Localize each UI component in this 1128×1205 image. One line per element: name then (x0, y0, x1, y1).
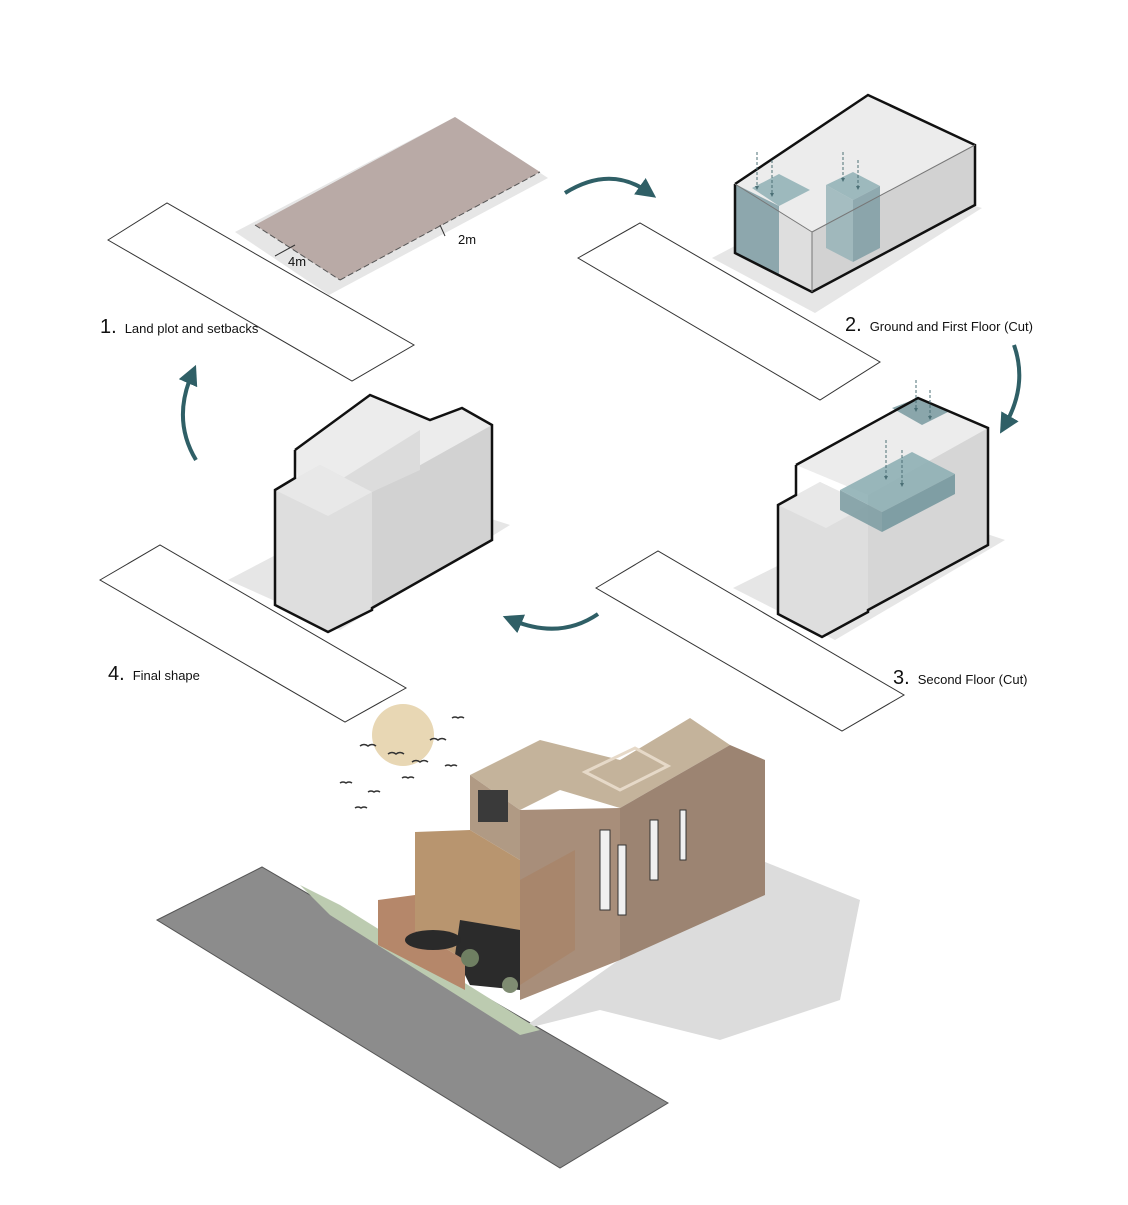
cut-volume (853, 186, 880, 262)
cut-volume (840, 490, 882, 532)
curved-arrow-icon (563, 176, 657, 198)
tree (461, 949, 479, 967)
mass-front-face (868, 428, 988, 610)
front-setback-label: 4m (288, 254, 307, 269)
street-slab (576, 222, 881, 401)
window (649, 819, 659, 881)
front-wall (520, 850, 575, 985)
pergola (581, 746, 672, 792)
building-side-face (620, 745, 765, 960)
mass-outline (776, 396, 990, 639)
window (599, 829, 611, 911)
cut-volume (882, 474, 955, 532)
setback-line (254, 224, 341, 281)
step-1-label: 1. Land plot and setbacks (100, 317, 258, 337)
street-slab (99, 544, 408, 723)
mass-outline (273, 393, 494, 634)
mass-right-face (372, 425, 492, 608)
dimension-line (274, 244, 296, 257)
window (679, 809, 687, 861)
step-3-second-floor (595, 380, 1005, 732)
final-building-render (155, 718, 860, 1169)
mass-lower-top (275, 465, 372, 516)
mass-inner-face (340, 430, 420, 492)
mass-top (796, 398, 988, 495)
step-number: 1. (100, 316, 117, 338)
step-3-label: 3. Second Floor (Cut) (893, 668, 1028, 688)
mass-outline (733, 93, 977, 294)
street-slab (107, 202, 415, 382)
step-4-final-shape (99, 393, 510, 723)
sun (372, 704, 434, 766)
step-4-label: 4. Final shape (108, 664, 200, 684)
mass-edge (811, 144, 976, 233)
cut-volume (840, 452, 955, 512)
mass-edge (734, 183, 813, 233)
step-title: Ground and First Floor (Cut) (869, 319, 1033, 334)
cut-volume (735, 184, 779, 274)
step-2-label: 2. Ground and First Floor (Cut) (845, 315, 1033, 335)
mass-lower-block (778, 482, 868, 637)
window (617, 844, 627, 916)
step-2-ground-first-floor (576, 93, 982, 401)
road (155, 866, 669, 1169)
side-setback-label: 2m (458, 232, 477, 247)
step-number: 4. (108, 663, 125, 685)
step-1-land-plot (107, 117, 548, 382)
curved-arrow-icon (1000, 344, 1022, 434)
step-title: Land plot and setbacks (124, 321, 259, 336)
mass-lower-block (275, 465, 372, 632)
garage-opening (455, 920, 520, 990)
plot-area (255, 117, 540, 280)
mass-top (735, 95, 975, 232)
tree (502, 977, 518, 993)
car (405, 930, 461, 950)
bird-icon (339, 716, 465, 809)
mass-lower-top (778, 482, 868, 528)
cut-volume (752, 174, 810, 206)
curved-arrow-icon (178, 364, 198, 462)
curved-arrow-icon (502, 612, 600, 634)
cut-volume (826, 185, 853, 262)
step-title: Second Floor (Cut) (917, 672, 1028, 687)
step-title: Final shape (132, 668, 200, 683)
step-number: 3. (893, 667, 910, 689)
street-slab (595, 550, 905, 732)
window (478, 790, 508, 822)
building-shadow (520, 860, 860, 1040)
step-number: 2. (845, 314, 862, 336)
dimension-line (439, 224, 446, 237)
